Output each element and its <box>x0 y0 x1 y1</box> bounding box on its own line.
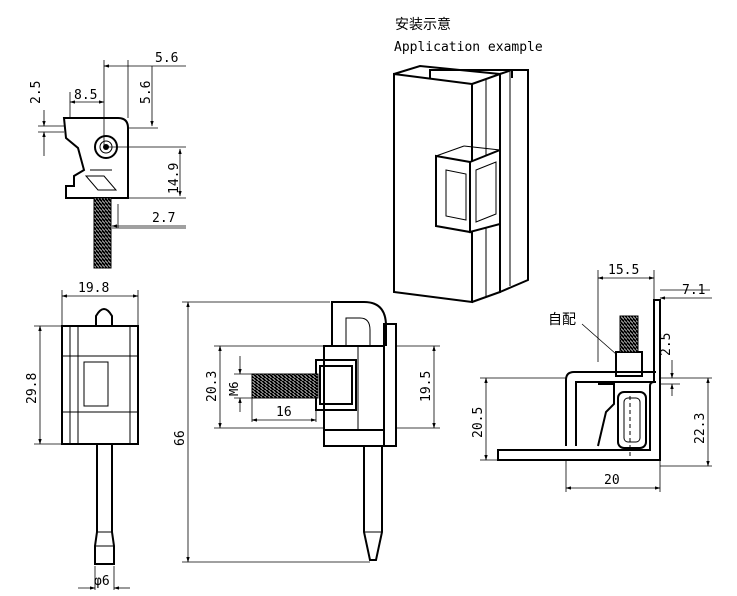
install-label-self: 自配 <box>548 312 576 328</box>
top-dim-2-5: 2.5 <box>29 81 44 104</box>
install-dim-2-5: 2.5 <box>659 333 674 356</box>
install-dim-7-1: 7.1 <box>682 283 705 298</box>
front-dim-19-8: 19.8 <box>78 281 109 296</box>
side-dim-19-5: 19.5 <box>419 371 434 402</box>
install-dim-20-5: 20.5 <box>471 407 486 438</box>
application-example-3d <box>393 64 529 304</box>
install-dim-20: 20 <box>604 473 620 488</box>
front-view: 19.8 29.8 φ6 <box>25 281 139 590</box>
front-dim-29-8: 29.8 <box>25 373 40 404</box>
top-dim-5-6-h: 5.6 <box>155 51 178 66</box>
side-dim-m6: M6 <box>227 382 241 396</box>
side-dim-20-3: 20.3 <box>205 371 220 402</box>
caption-zh: 安装示意 <box>395 16 451 33</box>
top-view: 5.6 2.5 8.5 5.6 14.9 2.7 <box>29 51 186 269</box>
install-dim-15-5: 15.5 <box>608 263 639 278</box>
side-dim-66: 66 <box>173 430 188 446</box>
top-dim-2-7: 2.7 <box>152 211 175 226</box>
top-dim-5-6-v: 5.6 <box>139 81 154 104</box>
caption-en: Application example <box>394 40 543 55</box>
install-dim-22-3: 22.3 <box>693 413 708 444</box>
install-section-view: 自配 15.5 7.1 2.5 20.5 22.3 20 <box>471 263 712 492</box>
side-dim-16: 16 <box>276 405 292 420</box>
front-dim-phi6: φ6 <box>94 574 110 589</box>
top-dim-8-5: 8.5 <box>74 88 97 103</box>
top-dim-14-9: 14.9 <box>167 163 182 194</box>
side-view: 66 20.3 M6 16 19.5 <box>173 301 440 563</box>
